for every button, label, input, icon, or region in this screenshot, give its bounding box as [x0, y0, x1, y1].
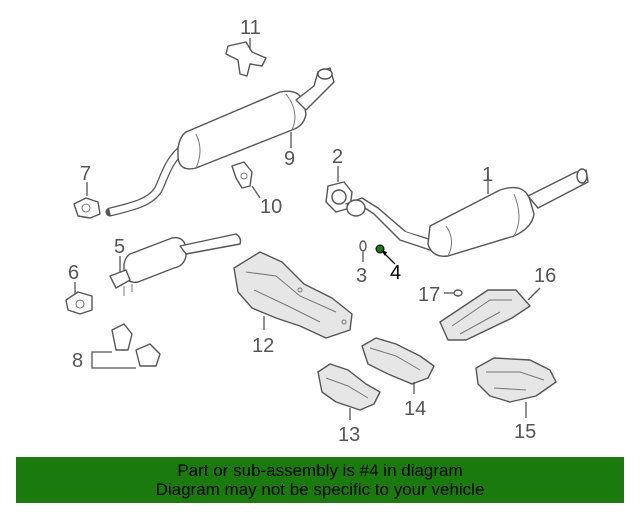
- banner-line-part: Part or sub-assembly is #4 in diagram: [177, 461, 463, 480]
- callout-11: 11: [240, 17, 261, 39]
- part-2-gasket[interactable]: [325, 166, 353, 213]
- part-9-rear-muffler[interactable]: [105, 67, 335, 217]
- part-16-heat-shield[interactable]: [439, 287, 541, 341]
- callout-15: 15: [514, 421, 536, 443]
- part-4-nut[interactable]: [375, 244, 396, 265]
- part-14-heat-shield[interactable]: [361, 337, 435, 394]
- part-12-heat-shield[interactable]: [233, 251, 353, 339]
- part-3-stud[interactable]: [359, 240, 367, 262]
- callout-1: 1: [482, 164, 493, 186]
- callout-12: 12: [252, 335, 274, 357]
- callout-4: 4: [390, 262, 401, 284]
- callout-17: 17: [418, 284, 440, 306]
- part-5-front-muffler[interactable]: [109, 233, 242, 296]
- callout-8: 8: [72, 350, 83, 372]
- part-17-bolt[interactable]: [444, 289, 463, 297]
- callout-13: 13: [338, 424, 360, 446]
- callout-16: 16: [534, 265, 556, 287]
- callout-5: 5: [114, 236, 125, 258]
- part-1-catalytic-converter[interactable]: [345, 168, 589, 257]
- callout-14: 14: [404, 398, 426, 420]
- callout-6: 6: [68, 262, 79, 284]
- banner-line-disclaimer: Diagram may not be specific to your vehi…: [155, 480, 485, 499]
- part-10-hanger[interactable]: [231, 161, 261, 199]
- part-11-hanger[interactable]: [225, 38, 267, 77]
- callout-2: 2: [332, 146, 343, 168]
- part-8-brackets[interactable]: [91, 323, 161, 369]
- callout-3: 3: [356, 265, 367, 287]
- callout-9: 9: [284, 148, 295, 170]
- part-6-clamp[interactable]: [65, 282, 93, 315]
- callout-7: 7: [80, 163, 91, 185]
- info-banner: Part or sub-assembly is #4 in diagram Di…: [16, 457, 624, 503]
- part-13-heat-shield[interactable]: [317, 363, 381, 420]
- callout-10: 10: [260, 196, 282, 218]
- exhaust-parts-diagram: 11 9 7 10 2: [65, 17, 589, 446]
- part-15-heat-shield[interactable]: [475, 357, 557, 418]
- part-7-clamp[interactable]: [73, 182, 101, 219]
